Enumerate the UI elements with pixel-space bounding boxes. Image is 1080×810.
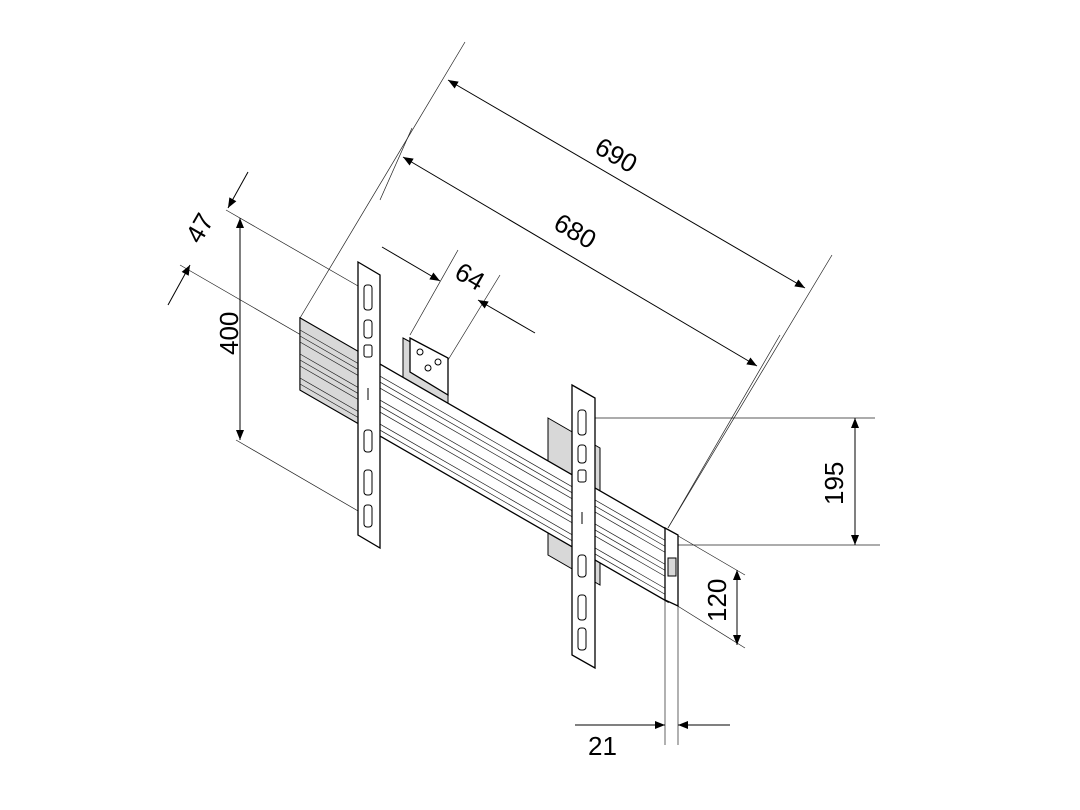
extension-lines: [179, 41, 880, 745]
dimension-400: 400: [214, 312, 244, 355]
dimension-47: 47: [179, 208, 219, 248]
right-vertical-bracket: [571, 383, 596, 670]
dimension-21: 21: [588, 731, 617, 761]
dimension-195: 195: [819, 462, 849, 505]
horizontal-rail: [299, 316, 679, 608]
dimension-690: 690: [590, 131, 643, 179]
dimension-120: 120: [702, 579, 732, 622]
dimension-64: 64: [450, 256, 490, 296]
left-vertical-bracket: [357, 260, 381, 550]
dimension-lines: [167, 79, 859, 729]
